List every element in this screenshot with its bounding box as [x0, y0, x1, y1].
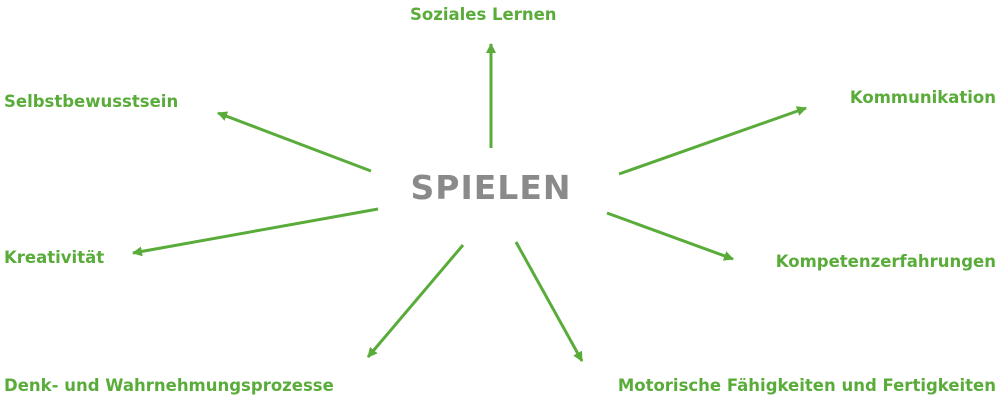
- arrow-to-motorik: [514, 241, 584, 362]
- node-label-selbstbewusstsein: Selbstbewusstsein: [4, 92, 179, 111]
- node-label-soziales-lernen: Soziales Lernen: [410, 5, 557, 24]
- arrow-to-selbstbewusstsein: [217, 111, 372, 173]
- arrow-to-kompetenzerfahrungen: [606, 211, 734, 261]
- node-label-kreativitaet: Kreativität: [4, 248, 105, 267]
- arrow-to-kreativitaet: [132, 207, 379, 257]
- node-label-kommunikation: Kommunikation: [849, 88, 996, 107]
- arrow-to-denk-wahrnehmung: [366, 244, 465, 358]
- node-label-kompetenzerfahrungen: Kompetenzerfahrungen: [775, 252, 996, 271]
- node-label-denk-wahrnehmung: Denk- und Wahrnehmungsprozesse: [4, 376, 334, 395]
- node-label-motorik: Motorische Fähigkeiten und Fertigkeiten: [617, 376, 996, 395]
- center-topic: SPIELEN: [410, 168, 572, 207]
- arrow-to-kommunikation: [618, 106, 807, 176]
